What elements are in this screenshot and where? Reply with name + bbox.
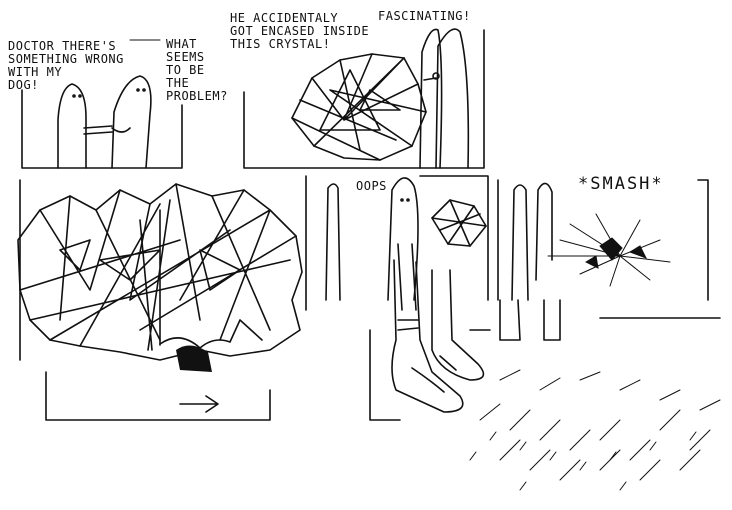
panel-2-borders	[243, 29, 485, 169]
panel-2-owner-speech: HE ACCIDENTALY GOT ENCASED INSIDE THIS C…	[230, 11, 370, 51]
panel-5-figures	[511, 182, 553, 301]
panel-5-borders	[497, 179, 709, 301]
panel-1-doctor-figure	[111, 75, 152, 169]
panel-3-dog-shadow	[176, 345, 212, 372]
panel-4-doctor-figure	[325, 177, 419, 311]
panel-6-shoes	[391, 259, 485, 413]
panel-1-doctor-speech: WHAT SEEMS TO BE THE PROBLEM?	[166, 37, 228, 103]
panel-1-owner-figure	[57, 83, 113, 169]
panel-6-broken-legs	[499, 299, 561, 341]
panel-3-borders	[19, 179, 271, 421]
panel-5-smash-sfx: *SMASH*	[578, 174, 664, 194]
panel-3-giant-crystal	[17, 183, 303, 361]
panel-1-owner-speech: DOCTOR THERE'S SOMETHING WRONG WITH MY D…	[8, 39, 124, 92]
panel-4-borders	[305, 175, 489, 311]
panel-6-borders	[369, 317, 721, 421]
panel-2-doctor-figure	[419, 28, 470, 169]
panel-4-oops-speech: OOPS	[356, 179, 387, 193]
panel-2-doctor-speech: FASCINATING!	[378, 9, 471, 23]
panel-5-explosion	[547, 213, 671, 287]
panel-1-borders	[21, 89, 183, 169]
panel-2-crystal	[291, 53, 427, 161]
panel-6-shards-pile	[469, 369, 721, 491]
panel-4-flying-crystal	[431, 199, 487, 247]
